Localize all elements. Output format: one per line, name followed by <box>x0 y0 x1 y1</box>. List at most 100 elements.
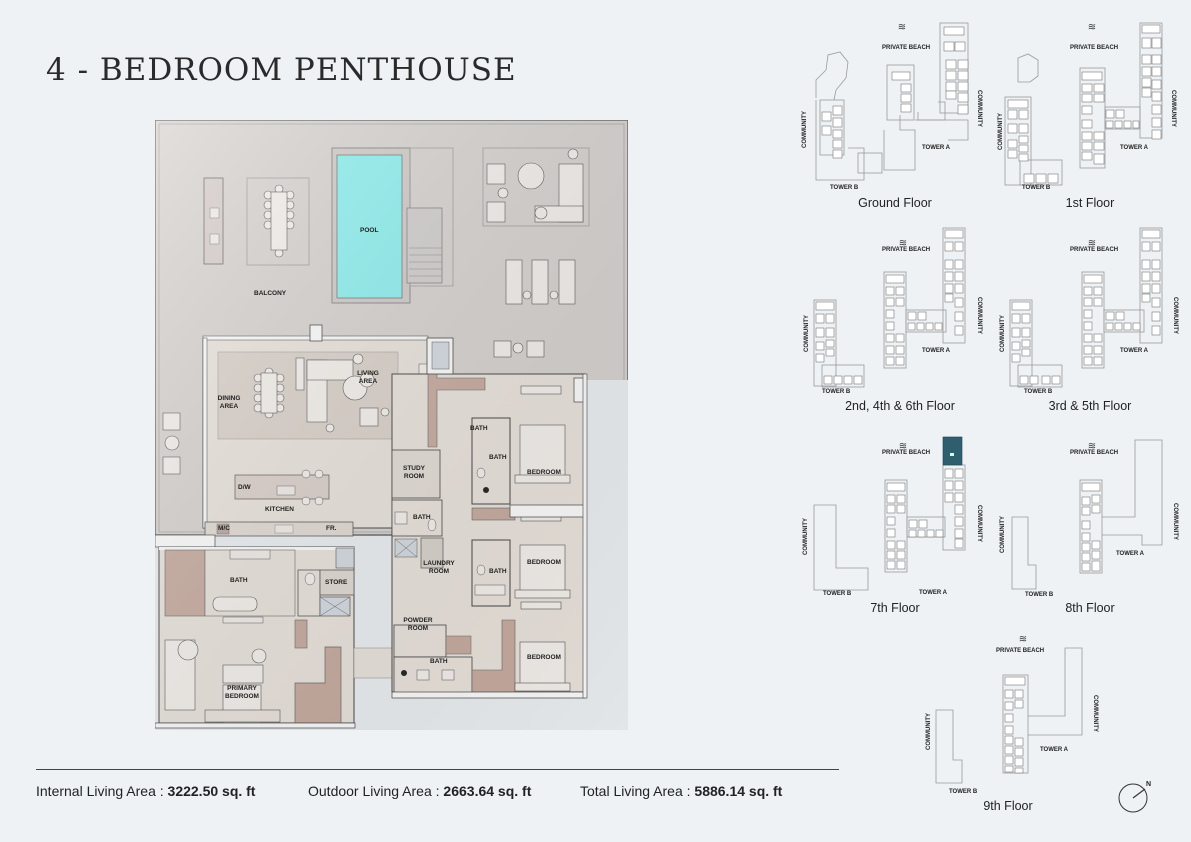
label-private-beach: PRIVATE BEACH <box>1070 45 1119 51</box>
label-bedroom-3: BEDROOM <box>527 654 561 661</box>
label-balcony: BALCONY <box>254 290 287 297</box>
key-plan-ground-drawing: ≋ <box>815 22 969 181</box>
label-community-left: COMMUNITY <box>803 518 809 555</box>
floor-plan-drawing <box>154 119 629 730</box>
label-tower-a: TOWER A <box>1120 348 1148 354</box>
label-study-bath: BATH <box>413 514 431 521</box>
label-tower-b: TOWER B <box>823 591 852 597</box>
label-community-right: COMMUNITY <box>1092 695 1098 732</box>
label-bath-bottom: BATH <box>430 658 448 665</box>
label-private-beach: PRIVATE BEACH <box>1070 450 1119 456</box>
waves-icon: ≋ <box>1088 441 1096 452</box>
waves-icon: ≋ <box>898 22 906 33</box>
key-plan-title: 7th Floor <box>870 601 920 615</box>
label-living-area: LIVING AREA <box>357 370 379 385</box>
label-dw: D/W <box>238 484 251 491</box>
label-tower-a: TOWER A <box>1120 145 1148 151</box>
waves-icon: ≋ <box>899 238 907 249</box>
label-tower-a: TOWER A <box>1116 551 1144 557</box>
outdoor-area-value: 2663.64 sq. ft <box>443 783 532 799</box>
label-community-left: COMMUNITY <box>804 315 810 352</box>
label-bedroom-2: BEDROOM <box>527 559 561 566</box>
label-laundry-room: LAUNDRY ROOM <box>423 560 455 575</box>
key-plan-title: 2nd, 4th & 6th Floor <box>845 399 955 413</box>
label-private-beach: PRIVATE BEACH <box>882 45 931 51</box>
key-plan-2nd-4th-6th-floor: ≋ PRIVATE BEACH COMMUNITY COMMUNITY TOWE… <box>800 222 990 422</box>
label-bath-small: BATH <box>470 425 488 432</box>
key-plan-8-drawing: ≋ <box>1011 439 1163 590</box>
key-plan-title: 9th Floor <box>983 799 1033 813</box>
label-tower-b: TOWER B <box>1024 389 1053 395</box>
label-primary-bedroom: PRIMARY BEDROOM <box>225 685 259 700</box>
key-plan-1st-floor: ≋ PRIVATE BEACH COMMUNITY COMMUNITY TOWE… <box>990 20 1190 220</box>
label-community-left: COMMUNITY <box>998 113 1004 150</box>
label-private-beach: PRIVATE BEACH <box>882 450 931 456</box>
label-private-beach: PRIVATE BEACH <box>996 648 1045 654</box>
label-pool: POOL <box>360 227 379 234</box>
key-plan-2-4-6-drawing: ≋ <box>813 227 966 388</box>
label-bath-bedroom2: BATH <box>489 568 507 575</box>
key-plan-title: 8th Floor <box>1065 601 1115 615</box>
waves-icon: ≋ <box>1088 238 1096 249</box>
label-tower-a: TOWER A <box>922 348 950 354</box>
total-area: Total Living Area : 5886.14 sq. ft <box>580 783 782 799</box>
label-community-left: COMMUNITY <box>926 713 932 750</box>
total-area-label: Total Living Area : <box>580 783 691 799</box>
footer-divider <box>36 769 839 770</box>
key-plan-title: 3rd & 5th Floor <box>1048 399 1132 413</box>
waves-icon: ≋ <box>1019 634 1027 645</box>
label-store: STORE <box>325 579 348 586</box>
label-dining-area: DINING AREA <box>217 395 241 410</box>
waves-icon: ≋ <box>1088 22 1096 33</box>
label-tower-b: TOWER B <box>830 185 859 191</box>
label-tower-a: TOWER A <box>1040 747 1068 753</box>
label-study-room: STUDY ROOM <box>402 465 426 480</box>
label-kitchen: KITCHEN <box>265 506 294 513</box>
label-community-right: COMMUNITY <box>976 297 982 334</box>
label-tower-b: TOWER B <box>1025 592 1054 598</box>
key-plan-9th-floor: ≋ PRIVATE BEACH COMMUNITY COMMUNITY TOWE… <box>920 630 1100 830</box>
label-community-left: COMMUNITY <box>1000 315 1006 352</box>
outdoor-area-label: Outdoor Living Area : <box>308 783 440 799</box>
compass-north-label: N <box>1146 781 1152 788</box>
label-tower-b: TOWER B <box>949 789 978 795</box>
key-plan-7-drawing: ≋ <box>813 436 966 591</box>
label-community-right: COMMUNITY <box>976 505 982 542</box>
key-plan-3-5-drawing: ≋ <box>1009 227 1163 388</box>
label-primary-bath: BATH <box>230 577 248 584</box>
internal-area-label: Internal Living Area : <box>36 783 164 799</box>
key-plan-ground-floor: ≋ PRIVATE BEACH COMMUNITY COMMUNITY TOWE… <box>800 20 990 220</box>
north-compass: N <box>1117 780 1157 814</box>
label-tower-b: TOWER B <box>822 389 851 395</box>
label-bedroom-1: BEDROOM <box>527 469 561 476</box>
key-plan-7th-floor: ≋ PRIVATE BEACH COMMUNITY COMMUNITY TOWE… <box>800 425 990 625</box>
internal-area-value: 3222.50 sq. ft <box>167 783 256 799</box>
key-plan-title: 1st Floor <box>1065 196 1115 210</box>
total-area-value: 5886.14 sq. ft <box>694 783 783 799</box>
label-community-right: COMMUNITY <box>1170 90 1176 127</box>
label-private-beach: PRIVATE BEACH <box>882 247 931 253</box>
label-community-right: COMMUNITY <box>976 90 982 127</box>
label-mc: M/C <box>218 525 230 532</box>
key-plan-1st-drawing: ≋ <box>1004 22 1163 186</box>
label-tower-a: TOWER A <box>922 145 950 151</box>
label-fr: FR. <box>326 525 337 532</box>
label-community-right: COMMUNITY <box>1172 503 1178 540</box>
label-powder-room: POWDER ROOM <box>403 617 433 632</box>
label-private-beach: PRIVATE BEACH <box>1070 247 1119 253</box>
label-tower-b: TOWER B <box>1022 185 1051 191</box>
label-tower-a: TOWER A <box>919 590 947 596</box>
key-plan-3rd-5th-floor: ≋ PRIVATE BEACH COMMUNITY COMMUNITY TOWE… <box>990 222 1190 422</box>
floor-plan: BALCONY POOL DINING AREA LIVING AREA D/W… <box>154 119 629 730</box>
page-title: 4 - BEDROOM PENTHOUSE <box>46 52 517 88</box>
compass-icon <box>1118 783 1148 813</box>
key-plan-9-drawing: ≋ <box>935 634 1083 784</box>
key-plan-8th-floor: ≋ PRIVATE BEACH COMMUNITY COMMUNITY TOWE… <box>990 425 1190 625</box>
label-community-left: COMMUNITY <box>1000 516 1006 553</box>
key-plan-title: Ground Floor <box>858 196 932 210</box>
internal-area: Internal Living Area : 3222.50 sq. ft <box>36 783 255 799</box>
label-bath-bedroom1: BATH <box>489 454 507 461</box>
label-community-right: COMMUNITY <box>1172 297 1178 334</box>
outdoor-area: Outdoor Living Area : 2663.64 sq. ft <box>308 783 531 799</box>
label-community-left: COMMUNITY <box>802 111 808 148</box>
